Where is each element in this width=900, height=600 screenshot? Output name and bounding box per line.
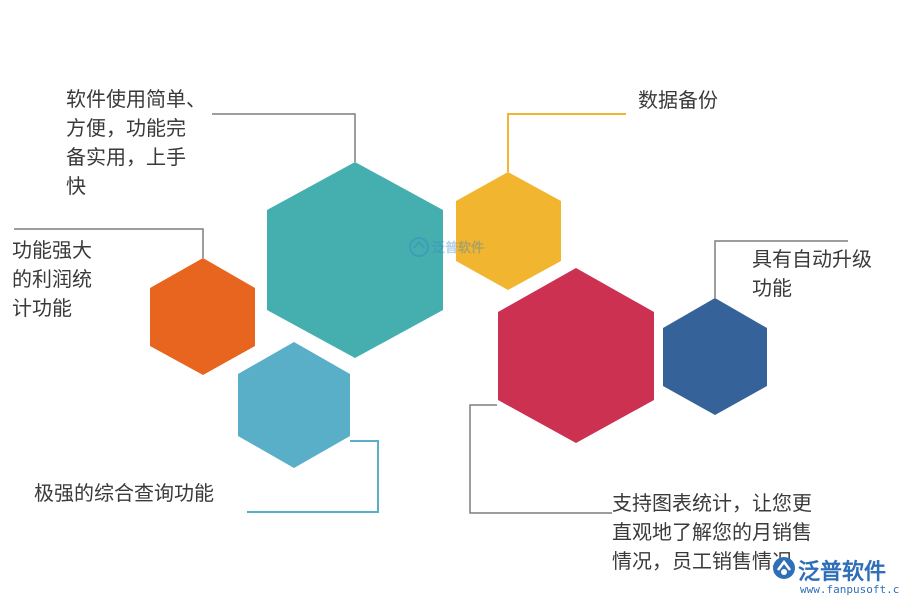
- watermark-corner-name: 泛普软件: [798, 560, 887, 585]
- label-data-backup: 数据备份: [638, 88, 718, 112]
- watermark-logo-icon: [409, 237, 429, 257]
- watermark-center-text: 泛普软件: [432, 241, 485, 256]
- connector-query: [247, 440, 379, 513]
- connector-easy-to-use: [212, 113, 356, 162]
- connector-chart-stats: [469, 404, 612, 514]
- connector-auto-upgrade: [714, 240, 848, 298]
- hexagon-orange: [150, 258, 255, 375]
- label-query: 极强的综合查询功能: [34, 481, 214, 505]
- label-auto-upgrade: 具有自动升级 功能: [752, 247, 872, 300]
- hexagon-yellow: [456, 172, 561, 290]
- hexagon-light-blue: [238, 342, 350, 468]
- watermark-corner-url: www.fanpusoft.com: [800, 583, 900, 596]
- label-easy-to-use: 软件使用简单、 方便，功能完 备实用，上手 快: [66, 87, 206, 198]
- watermark-corner: 泛普软件 www.fanpusoft.com: [770, 552, 900, 598]
- connector-profit-stats: [14, 228, 204, 258]
- hexagon-crimson: [498, 268, 654, 443]
- hexagon-navy: [663, 298, 767, 415]
- fanpu-logo-icon: [773, 557, 795, 579]
- label-profit-stats: 功能强大 的利润统 计功能: [12, 238, 92, 320]
- hexagon-teal-large: [267, 162, 443, 358]
- connector-backup: [507, 113, 626, 172]
- label-chart-stats: 支持图表统计，让您更 直观地了解您的月销售 情况，员工销售情况: [612, 491, 812, 573]
- watermark-center: 泛普软件: [408, 234, 498, 260]
